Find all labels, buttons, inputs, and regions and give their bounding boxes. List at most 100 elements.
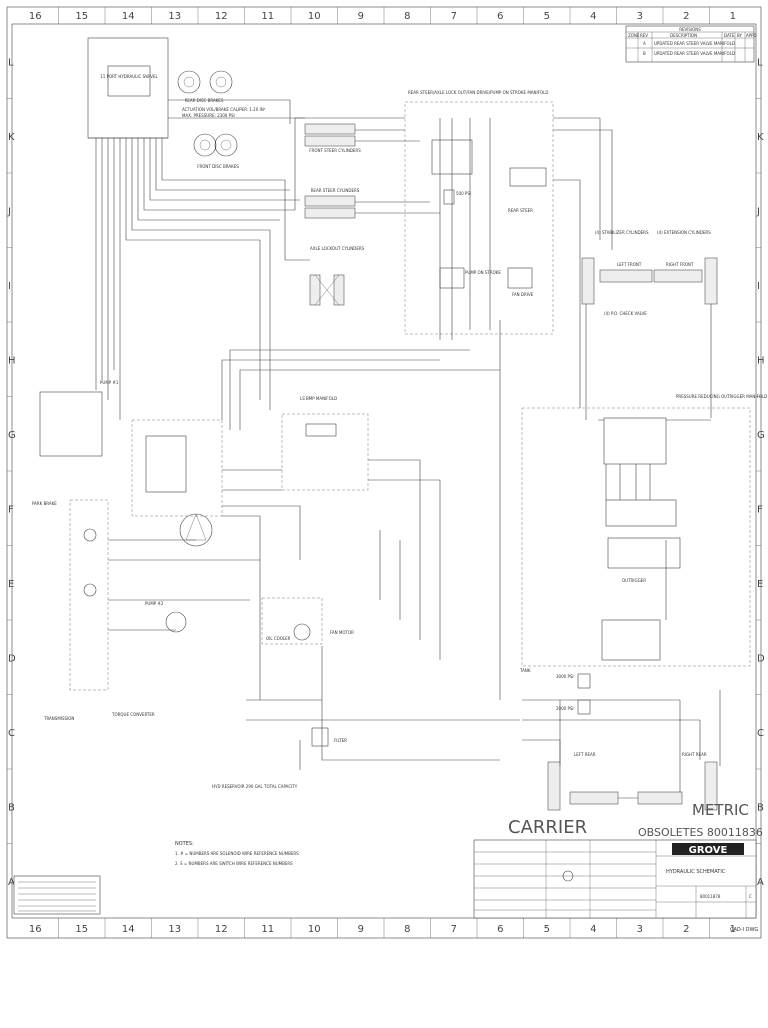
torque-converter-label: TORQUE CONVERTER: [111, 712, 155, 717]
oil-cooler-label: OIL COOLER: [266, 636, 291, 641]
pump-2: PUMP #2: [145, 601, 187, 633]
column-label-top-14: 14: [122, 11, 135, 22]
obsoletes-label: OBSOLETES 80011836: [638, 826, 763, 839]
column-label-bottom-9: 9: [358, 924, 364, 935]
column-label-top-5: 5: [544, 11, 550, 22]
metric-label: METRIC: [692, 801, 749, 819]
row-label-left-B: B: [8, 802, 15, 813]
column-label-bottom-3: 3: [637, 924, 643, 935]
rev-col-appd: APPD: [746, 33, 757, 38]
actuation-note: ACTUATION VOL/BRAKE CALIPER: 1.20 IN³: [182, 107, 266, 112]
psi-3000-label: 3000 PSI: [556, 674, 574, 679]
column-label-top-12: 12: [215, 11, 228, 22]
front-disc-brakes: FRONT DISC BRAKES: [193, 133, 239, 169]
psi-2000-label: 2000 PSI: [556, 706, 574, 711]
row-label-right-G: G: [757, 430, 765, 441]
transmission: PARK BRAKE TRANSMISSION TORQUE CONVERTER: [32, 391, 155, 721]
axle-lockout-label: AXLE LOCKOUT CYLINDERS: [310, 246, 365, 251]
rev-col-by: BY: [737, 33, 743, 38]
column-label-bottom-15: 15: [75, 924, 88, 935]
column-label-bottom-13: 13: [168, 924, 181, 935]
carrier-label: CARRIER: [508, 817, 587, 838]
revision-table: REVISIONS ZONE REV DESCRIPTION DATE BY A…: [625, 25, 757, 63]
note-1: 1. # = NUMBERS ARE SOLENOID WIRE REFEREN…: [175, 851, 299, 856]
rear-steer-manifold: REAR STEER/AXLE LOCK OUT/FAN DRIVE/PUMP …: [404, 90, 554, 335]
outrigger-label: OUTRIGGER: [622, 578, 646, 583]
pump2-label: PUMP #2: [145, 601, 164, 606]
column-label-top-6: 6: [497, 11, 503, 22]
row-label-right-D: D: [757, 653, 765, 664]
front-disc-brakes-label: FRONT DISC BRAKES: [197, 164, 239, 169]
column-label-bottom-6: 6: [497, 924, 503, 935]
row-label-left-C: C: [8, 728, 15, 739]
rear-disc-brakes-label: REAR DISC BRAKES: [185, 98, 224, 103]
axle-lockout-cylinders: AXLE LOCKOUT CYLINDERS: [309, 246, 365, 306]
row-label-left-D: D: [8, 653, 16, 664]
column-label-top-10: 10: [308, 11, 321, 22]
column-label-bottom-7: 7: [451, 924, 457, 935]
row-label-left-I: I: [8, 281, 11, 292]
row-label-right-B: B: [757, 802, 764, 813]
ls-bmp-label: LS BMP MANIFOLD: [300, 396, 337, 401]
extension-label: (4) EXTENSION CYLINDERS: [657, 230, 711, 235]
rev-col-rev: REV: [640, 33, 648, 38]
rear-outrigger-cylinders: LEFT REAR RIGHT REAR: [547, 752, 718, 811]
column-label-bottom-10: 10: [308, 924, 321, 935]
hydraulic-lines: [95, 99, 721, 799]
row-label-right-F: F: [757, 504, 763, 515]
column-label-top-1: 1: [730, 11, 736, 22]
right-front-label: RIGHT FRONT: [666, 262, 694, 267]
column-label-bottom-14: 14: [122, 924, 135, 935]
column-label-bottom-12: 12: [215, 924, 228, 935]
rev-a-desc: UPDATED REAR STEER VALVE MANIFOLD: [654, 41, 735, 46]
row-label-left-H: H: [8, 355, 16, 366]
front-steer-cylinders: FRONT STEER CYLINDERS: [304, 123, 361, 153]
row-label-left-K: K: [8, 132, 15, 143]
park-brake-label: PARK BRAKE: [32, 501, 57, 506]
title-block: GROVE HYDRAULIC SCHEMATIC 80011878 C: [473, 839, 757, 919]
rev-col-desc: DESCRIPTION: [670, 33, 697, 38]
stabilizer-cylinders: (4) STABILIZER CYLINDERS (4) EXTENSION C…: [581, 230, 718, 316]
right-rear-label: RIGHT REAR: [682, 752, 707, 757]
row-label-left-A: A: [8, 877, 15, 888]
reservoir-note: HYD RESERVOIR 290 GAL TOTAL CAPACITY: [212, 784, 298, 789]
notes-heading: NOTES:: [175, 841, 194, 847]
grove-logo: GROVE: [689, 845, 728, 856]
rear-steer-label: REAR STEER CYLINDERS: [311, 188, 360, 193]
notes-block: NOTES: 1. # = NUMBERS ARE SOLENOID WIRE …: [175, 841, 299, 866]
row-label-left-E: E: [8, 579, 14, 590]
column-label-bottom-1: 1: [730, 924, 736, 935]
column-label-bottom-8: 8: [404, 924, 410, 935]
stabilizer-label: (4) STABILIZER CYLINDERS: [595, 230, 649, 235]
pump1-label: PUMP #1: [100, 380, 119, 385]
column-label-top-2: 2: [683, 11, 689, 22]
row-label-right-I: I: [757, 281, 760, 292]
rear-disc-brakes: REAR DISC BRAKES ACTUATION VOL/BRAKE CAL…: [177, 70, 266, 118]
row-label-left-L: L: [8, 57, 14, 68]
tank-label: TANK: [519, 668, 531, 673]
column-label-bottom-11: 11: [261, 924, 274, 935]
rev-letter: C: [749, 894, 752, 899]
transmission-label: TRANSMISSION: [43, 716, 74, 721]
fan-drive-label: FAN DRIVE: [512, 292, 534, 297]
max-pressure-note: MAX. PRESSURE: 2300 PSI: [182, 113, 235, 118]
row-label-left-J: J: [7, 206, 11, 217]
dwg-number: 80011878: [700, 894, 721, 899]
proprietary-notice: [13, 875, 101, 915]
fan-motor-assembly: FAN MOTOR OIL COOLER: [261, 597, 354, 645]
inner-border: [11, 23, 757, 919]
filter-label: FILTER: [334, 738, 347, 743]
row-label-right-C: C: [757, 728, 764, 739]
outrigger-manifold: PRESSURE REDUCING OUTRIGGER MANIFOLD OUT…: [521, 394, 767, 667]
column-label-top-11: 11: [261, 11, 274, 22]
rear-steer-cylinders: REAR STEER CYLINDERS: [304, 188, 360, 219]
rev-b-desc: UPDATED REAR STEER VALVE MANIFOLD: [654, 51, 735, 56]
filter: FILTER: [311, 727, 347, 747]
left-rear-label: LEFT REAR: [574, 752, 596, 757]
pump-1: PUMP #1: [100, 380, 223, 547]
column-label-top-7: 7: [451, 11, 457, 22]
column-label-top-15: 15: [75, 11, 88, 22]
pressure-reducing-label: PRESSURE REDUCING OUTRIGGER MANIFOLD: [676, 394, 767, 399]
